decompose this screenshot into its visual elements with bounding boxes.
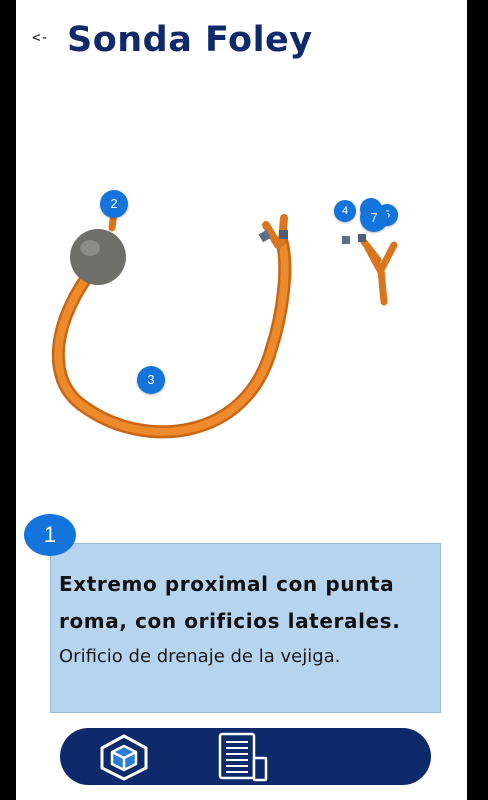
app-screen: <- Sonda Foley 2 3 4 5 6 (16, 0, 467, 800)
info-description: Orificio de drenaje de la vejiga. (59, 646, 341, 667)
marker-2[interactable]: 2 (100, 190, 128, 218)
bottom-nav-bar (60, 728, 431, 785)
model-viewer[interactable]: 2 3 4 5 6 7 (16, 150, 467, 450)
document-view-button[interactable] (214, 732, 270, 782)
info-number-badge: 1 (24, 514, 76, 556)
info-title: Extremo proximal con punta roma, con ori… (59, 572, 401, 633)
back-arrow-icon: <- (32, 30, 49, 46)
marker-4[interactable]: 4 (334, 200, 356, 222)
document-icon (218, 732, 268, 782)
cube-3d-icon (100, 734, 148, 781)
catheter-balloon (70, 229, 126, 285)
model-view-button[interactable] (96, 732, 152, 782)
marker-7[interactable]: 7 (360, 204, 388, 232)
page-title: Sonda Foley (67, 20, 313, 60)
connector-closeup (342, 234, 398, 306)
info-card: Extremo proximal con punta roma, con ori… (50, 543, 441, 713)
back-button[interactable]: <- (32, 26, 56, 50)
foley-catheter-illustration (51, 208, 398, 439)
marker-3[interactable]: 3 (137, 366, 165, 394)
